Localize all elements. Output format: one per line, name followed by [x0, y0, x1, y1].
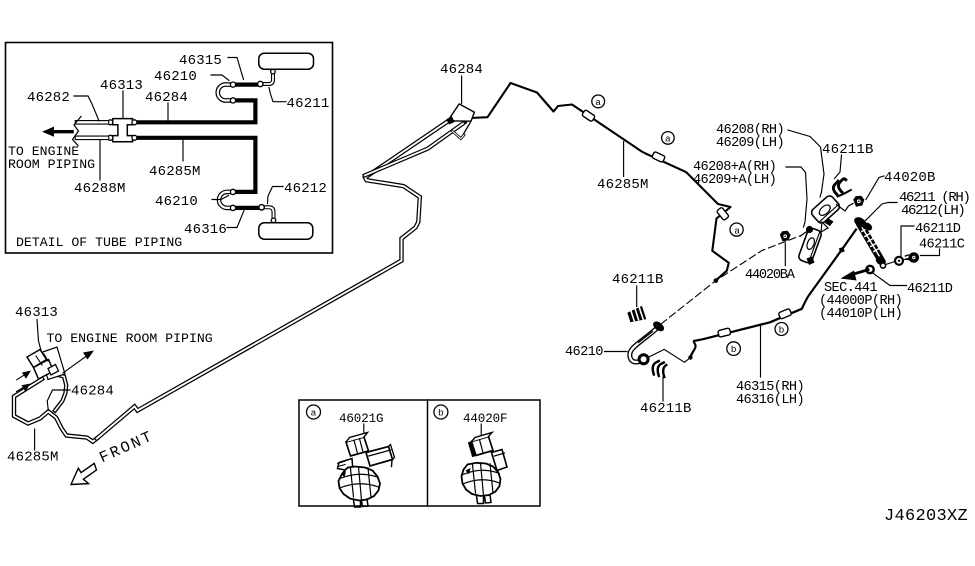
svg-text:46211C: 46211C — [919, 238, 965, 253]
svg-text:46316: 46316 — [184, 222, 227, 238]
svg-text:b: b — [731, 344, 737, 355]
svg-text:46211D: 46211D — [915, 222, 961, 237]
svg-text:DETAIL OF TUBE PIPING: DETAIL OF TUBE PIPING — [16, 235, 182, 250]
svg-text:44020B: 44020B — [884, 170, 936, 186]
svg-text:46288M: 46288M — [74, 181, 126, 197]
svg-text:TO ENGINE ROOM PIPING: TO ENGINE ROOM PIPING — [47, 331, 213, 346]
svg-text:46212: 46212 — [284, 181, 327, 197]
svg-text:46315: 46315 — [179, 53, 222, 69]
svg-text:a: a — [311, 408, 317, 419]
svg-text:a: a — [595, 97, 601, 108]
svg-text:46284: 46284 — [71, 384, 114, 400]
svg-text:46211B: 46211B — [612, 272, 664, 288]
svg-text:46210: 46210 — [155, 194, 198, 210]
svg-text:46211 (RH): 46211 (RH) — [899, 190, 970, 206]
svg-text:44020BA: 44020BA — [745, 268, 796, 283]
svg-text:46282: 46282 — [27, 90, 70, 106]
svg-text:a: a — [665, 134, 671, 145]
svg-text:b: b — [779, 325, 785, 336]
svg-text:46211B: 46211B — [822, 142, 874, 158]
svg-text:46210: 46210 — [565, 345, 603, 360]
svg-text:46212(LH): 46212(LH) — [901, 203, 964, 219]
svg-text:46208(RH): 46208(RH) — [716, 123, 784, 138]
svg-text:a: a — [734, 226, 740, 237]
svg-text:SEC.441: SEC.441 — [824, 281, 877, 296]
svg-text:46315(RH): 46315(RH) — [736, 380, 804, 395]
svg-text:46211D: 46211D — [907, 282, 953, 297]
svg-text:46285M: 46285M — [7, 450, 59, 466]
svg-text:44020F: 44020F — [463, 412, 507, 426]
svg-text:46285M: 46285M — [149, 164, 201, 180]
svg-text:46316(LH): 46316(LH) — [736, 393, 804, 408]
svg-text:46208+A(RH): 46208+A(RH) — [693, 160, 776, 175]
svg-text:J46203XZ: J46203XZ — [884, 507, 968, 526]
svg-text:b: b — [438, 408, 444, 419]
svg-text:46210: 46210 — [154, 69, 197, 85]
svg-text:46209(LH): 46209(LH) — [716, 136, 784, 151]
svg-text:ROOM PIPING: ROOM PIPING — [8, 157, 95, 172]
svg-text:46284: 46284 — [440, 62, 483, 78]
svg-text:46209+A(LH): 46209+A(LH) — [693, 173, 776, 188]
svg-text:46211: 46211 — [287, 96, 330, 112]
svg-text:46021G: 46021G — [339, 412, 383, 426]
svg-text:TO ENGINE: TO ENGINE — [8, 144, 79, 159]
svg-text:(44000P(RH): (44000P(RH) — [819, 294, 902, 309]
svg-text:46211B: 46211B — [640, 401, 692, 417]
svg-text:(44010P(LH): (44010P(LH) — [819, 307, 902, 322]
svg-text:46284: 46284 — [145, 90, 188, 106]
svg-text:46285M: 46285M — [597, 177, 649, 193]
svg-text:46313: 46313 — [15, 305, 58, 321]
svg-text:46313: 46313 — [100, 78, 143, 94]
